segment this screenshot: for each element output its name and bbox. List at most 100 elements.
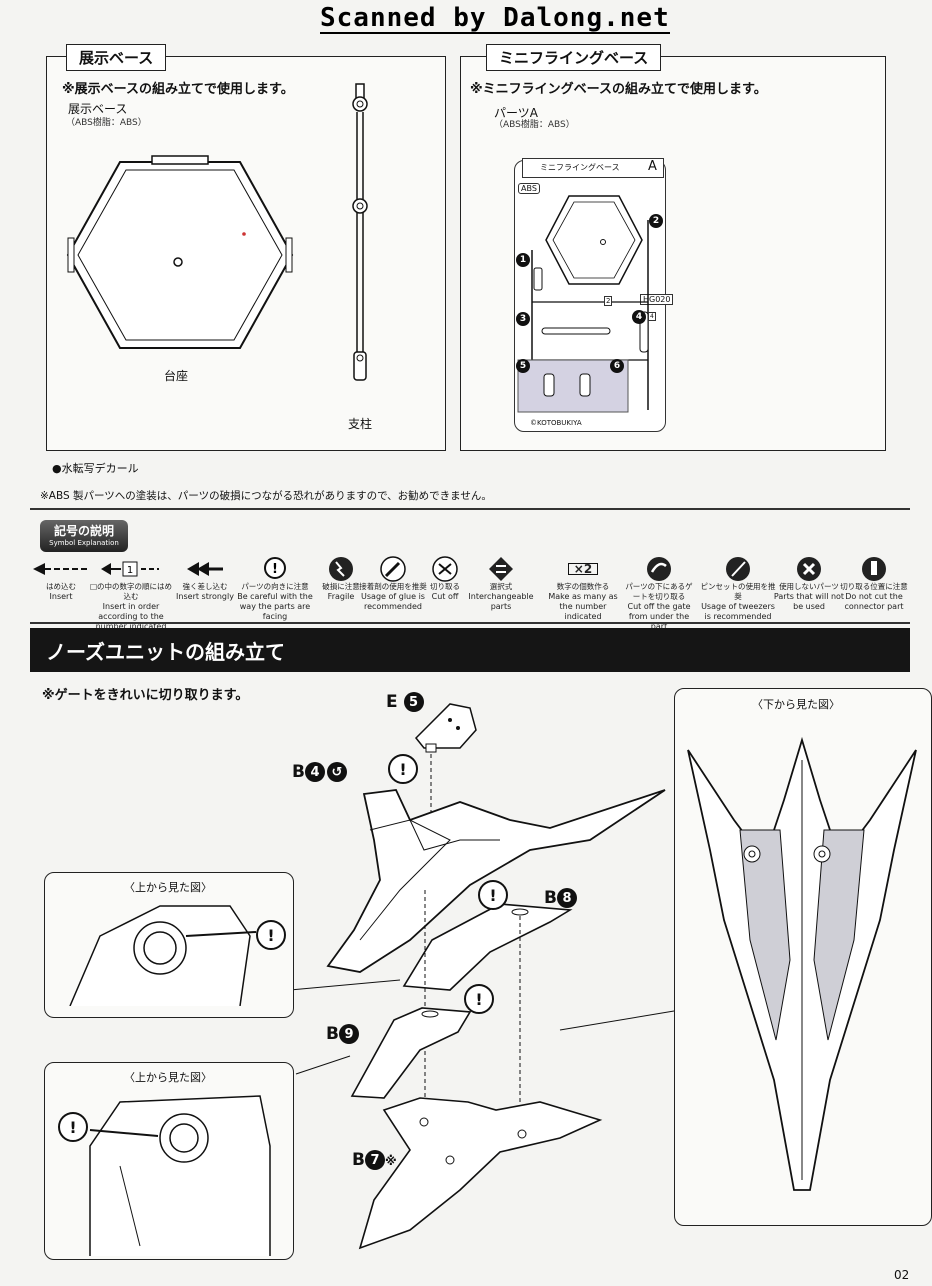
runner-code: HG020 — [640, 294, 674, 305]
display-base-material: （ABS樹脂：ABS） — [66, 118, 147, 128]
symbol-title: 記号の説明 — [53, 524, 114, 538]
callout-b9-num: 9 — [338, 1024, 359, 1044]
runner-num-2: 2 — [649, 214, 663, 228]
mini-base-material: （ABS樹脂：ABS） — [494, 120, 575, 130]
runner-header — [522, 158, 664, 178]
symbol-cut-off: 切り取る Cut off — [408, 556, 482, 602]
multiply-glyph: ×2 — [567, 563, 599, 575]
callout-b4-letter: B — [292, 762, 305, 782]
callout-b7-mark: ※ — [384, 1154, 397, 1168]
callout-b7-num: 7 — [364, 1150, 385, 1170]
page-number: 02 — [894, 1268, 910, 1282]
symbol-not-used-en: Parts that will not be used — [773, 592, 845, 611]
symbol-tweezers-jp: ピンセットの使用を推奨 — [700, 582, 776, 601]
decal-label: ●水転写デカール — [52, 462, 139, 475]
symbol-multiply: ×2 数字の個数作る Make as many as the number in… — [546, 556, 620, 622]
mini-base-tab: ミニフライングベース — [486, 44, 662, 71]
symbol-interchangeable: 選択式 Interchangeable parts — [464, 556, 538, 612]
runner-letter: A — [648, 159, 657, 174]
symbol-strongly-jp: 強く差し込む — [182, 582, 228, 591]
cut-gate-icon: ↺ — [326, 762, 347, 782]
symbol-fragile: 破損に注意 Fragile — [304, 556, 378, 602]
symbol-interchangeable-jp: 選択式 — [489, 582, 513, 591]
nose-unit-assembly-drawing — [326, 703, 666, 1250]
runner-gate-mark-2: 4 — [648, 312, 656, 321]
numbered-insert-icon: 1 — [88, 556, 174, 582]
display-base-note: ※展示ベースの組み立てで使用します。 — [62, 82, 294, 97]
tweezers-icon — [698, 556, 778, 582]
cut-off-icon — [408, 556, 482, 582]
caution-icon: ! — [464, 984, 494, 1014]
bottom-view-label: 〈下から見た図〉 — [752, 698, 840, 711]
symbol-insert: はめ込む Insert — [24, 556, 98, 602]
top-view-drawing-2 — [89, 1095, 271, 1256]
symbol-insert-strongly: 強く差し込む Insert strongly — [168, 556, 242, 602]
symbol-glue-en: Usage of glue is recommended — [361, 592, 425, 611]
callout-e5: E 5 — [386, 692, 424, 712]
top-view-drawing-1 — [69, 905, 257, 1006]
caution-icon: ! — [478, 880, 508, 910]
runner-parts-drawing — [517, 195, 649, 413]
pole-drawing — [352, 83, 368, 381]
symbol-multiply-en: Make as many as the number indicated — [548, 592, 618, 621]
symbol-strongly-en: Insert strongly — [176, 592, 234, 601]
display-base-part-name: 展示ベース — [68, 102, 128, 116]
symbol-numbered-insert: 1 □の中の数字の順にはめ込む Insert in order accordin… — [88, 556, 174, 632]
symbol-numbered-jp: □の中の数字の順にはめ込む — [89, 582, 173, 601]
symbol-insert-jp: はめ込む — [46, 582, 76, 591]
runner-num-6: 6 — [610, 359, 624, 373]
symbol-cut-gate: パーツの下にあるゲートを切り取る Cut off the gate from u… — [622, 556, 696, 632]
section-title: ノーズユニットの組み立て — [46, 640, 285, 664]
symbol-fragile-jp: 破損に注意 — [322, 582, 360, 591]
top-view-label-2: 〈上から見た図〉 — [124, 1071, 212, 1084]
numbered-insert-glyph: 1 — [127, 565, 133, 576]
insert-strongly-icon — [168, 556, 242, 582]
callout-b9-letter: B — [326, 1024, 339, 1044]
pole-label: 支柱 — [348, 417, 373, 431]
symbol-multiply-jp: 数字の個数作る — [556, 582, 610, 591]
symbol-caution-en: Be careful with the way the parts are fa… — [237, 592, 313, 621]
callout-e5-letter: E — [386, 692, 398, 712]
runner-material: ABS — [518, 183, 540, 194]
runner-gate-mark: 2 — [604, 296, 613, 306]
symbol-not-used-jp: 使用しないパーツ — [779, 582, 839, 591]
multiply-icon: ×2 — [546, 556, 620, 582]
caution-icon: ! — [234, 556, 316, 582]
symbol-insert-en: Insert — [49, 592, 73, 601]
runner-num-1: 1 — [516, 253, 530, 267]
callout-b8-letter: B — [544, 888, 557, 908]
display-base-tab: 展示ベース — [66, 44, 167, 71]
symbol-cut-gate-jp: パーツの下にあるゲートを切り取る — [625, 582, 693, 601]
svg-text:!: ! — [272, 562, 278, 577]
symbol-cut-off-en: Cut off — [431, 592, 459, 601]
glue-icon — [356, 556, 430, 582]
symbol-cut-gate-en: Cut off the gate from under the part — [627, 602, 691, 631]
symbol-glue-jp: 接着剤の使用を推奨 — [359, 582, 427, 591]
callout-b4-num: 4 — [304, 762, 325, 782]
callout-b7-letter: B — [352, 1150, 365, 1170]
caution-icon: ! — [58, 1112, 88, 1142]
divider-mid — [30, 622, 910, 624]
symbol-numbered-en: Insert in order according to the number … — [95, 602, 167, 631]
symbol-caution-jp: パーツの向きに注意 — [241, 582, 309, 591]
runner-title: ミニフライングベース — [540, 163, 620, 172]
bottom-view-drawing — [687, 736, 917, 1191]
symbol-explanation-badge: 記号の説明 Symbol Explanation — [40, 520, 128, 552]
cut-gate-icon — [622, 556, 696, 582]
symbol-cut-position-jp: 切り取る位置に注意 — [840, 582, 908, 591]
symbol-fragile-en: Fragile — [327, 592, 355, 601]
abs-paint-warning: ※ABS 製パーツへの塗装は、パーツの破損につながる恐れがありますので、お勧めで… — [40, 490, 492, 502]
section-header: ノーズユニットの組み立て — [30, 628, 910, 672]
symbol-cut-position-en: Do not cut the connector part — [844, 592, 904, 611]
caution-icon: ! — [256, 920, 286, 950]
fragile-icon — [304, 556, 378, 582]
runner-num-3: 3 — [516, 312, 530, 326]
top-view-label-1: 〈上から見た図〉 — [124, 881, 212, 894]
runner-maker: ©KOTOBUKIYA — [530, 419, 582, 427]
runner-num-4: 4 — [632, 310, 646, 324]
watermark: Scanned by Dalong.net — [320, 3, 670, 34]
symbol-cut-off-jp: 切り取る — [430, 582, 460, 591]
symbol-cut-position: 切り取る位置に注意 Do not cut the connector part — [836, 556, 912, 612]
